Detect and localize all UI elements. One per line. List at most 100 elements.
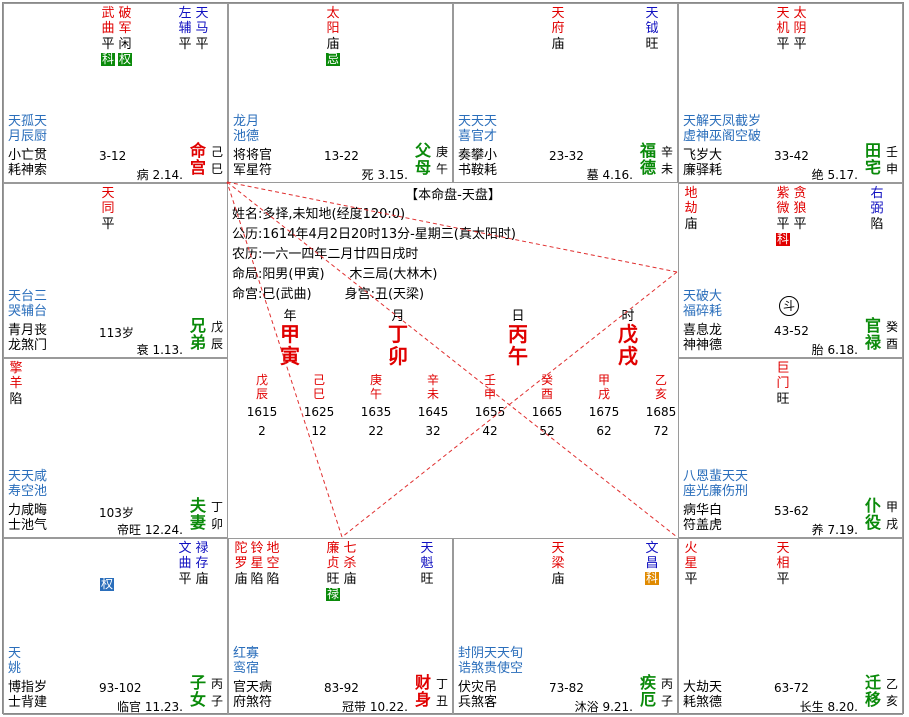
god-star: 小耗	[8, 148, 22, 178]
minor-star: 天哭	[8, 289, 22, 319]
star-char: 贪	[793, 186, 807, 201]
god-star: 将军	[233, 148, 247, 178]
brightness-label: 平	[776, 217, 790, 232]
minor-stars-chou: 红鸾寡宿	[233, 646, 259, 676]
minor-star: 阴煞	[471, 646, 485, 676]
star-yin-1[interactable]: 禄存庙	[194, 541, 210, 587]
center-title: 【本命盘-天盘】	[405, 188, 501, 203]
minor-star: 天姚	[8, 646, 22, 676]
changsheng-stage: 冠带 10.22.	[342, 700, 408, 714]
star-hai-1[interactable]: 天相平	[775, 541, 791, 587]
brightness-label: 庙	[326, 37, 340, 52]
star-char: 魁	[420, 556, 434, 571]
star-wei-1[interactable]: 天钺旺	[644, 6, 660, 52]
pillar-label: 日	[511, 309, 525, 324]
god-star: 大耗	[683, 680, 697, 710]
changsheng-stage: 养 7.19.	[811, 523, 858, 537]
star-chou-2[interactable]: 地空陷	[265, 541, 281, 587]
star-chou-1[interactable]: 铃星陷	[249, 541, 265, 587]
minor-star: 恩光	[696, 469, 710, 499]
god-star: 奏书	[458, 148, 472, 178]
minor-stars-you: 天福破碎大耗	[683, 289, 722, 319]
god-star: 攀鞍	[471, 148, 485, 178]
star-wu-0[interactable]: 太阳庙忌	[325, 6, 341, 67]
god-stars-hai: 大耗劫煞天德	[683, 680, 722, 710]
star-chou-5[interactable]: 天魁旺	[419, 541, 435, 587]
changsheng-stage: 帝旺 12.24.	[117, 523, 183, 537]
star-chou-4[interactable]: 七杀庙	[342, 541, 358, 587]
god-stars-yin: 博士指背岁建	[8, 680, 47, 710]
minor-stars-si: 天月孤辰天厨	[8, 114, 47, 144]
star-xu-0[interactable]: 巨门旺	[775, 361, 791, 407]
star-zi-1[interactable]: 文昌科	[644, 541, 660, 586]
god-star: 亡神	[21, 148, 35, 178]
changsheng-stage: 沐浴 9.21.	[574, 700, 633, 714]
minor-star: 岁破	[748, 114, 762, 144]
sanfang-line-si-you	[226, 181, 678, 273]
star-zi-0[interactable]: 天梁庙	[550, 541, 566, 587]
god-stars-mao: 力士咸池晦气	[8, 503, 47, 533]
star-si-3[interactable]: 天马平	[194, 6, 210, 52]
sanfang-line-chou-si	[226, 181, 343, 538]
minor-star: 天刑	[735, 469, 749, 499]
palace-name: 夫妻	[189, 496, 206, 532]
info-ming-ju: 命局:阳男(甲寅) 木三局(大林木)	[232, 267, 438, 282]
star-you-1[interactable]: 紫微平科	[775, 186, 791, 247]
star-you-3[interactable]: 右弼陷	[869, 186, 885, 232]
star-chou-0[interactable]: 陀罗庙	[233, 541, 249, 587]
star-hai-0[interactable]: 火星平	[683, 541, 699, 587]
star-si-1[interactable]: 破军闲权	[117, 6, 133, 67]
decade-year: 1635	[360, 405, 392, 419]
decade-start-age: 2	[258, 424, 266, 438]
star-you-2[interactable]: 贪狼平	[792, 186, 808, 232]
star-shen-0[interactable]: 天机平	[775, 6, 791, 52]
god-stars-chen: 青龙月煞丧门	[8, 323, 47, 353]
minor-stars-mao: 天寿天空咸池	[8, 469, 47, 499]
minor-star: 寡宿	[246, 646, 260, 676]
star-chen-0[interactable]: 天同平	[100, 186, 116, 232]
god-star: 青龙	[8, 323, 22, 353]
star-chou-3[interactable]: 廉贞旺禄	[325, 541, 341, 602]
star-char: 昌	[645, 556, 659, 571]
star-yin-0[interactable]: 文曲平	[177, 541, 193, 587]
minor-stars-chen: 天哭台辅三台	[8, 289, 47, 319]
star-mao-0[interactable]: 擎羊陷	[8, 361, 24, 407]
minor-star: 破碎	[696, 289, 710, 319]
god-stars-wu: 将军将星官符	[233, 148, 272, 178]
decade-year: 1645	[417, 405, 449, 419]
star-si-0[interactable]: 武曲平科	[100, 6, 116, 67]
god-star: 息神	[696, 323, 710, 353]
star-si-2[interactable]: 左辅平	[177, 6, 193, 52]
center-info-panel: 【本命盘-天盘】 姓名:多择,未知地(经度120:0) 公历:1614年4月2日…	[228, 183, 678, 536]
star-wei-0[interactable]: 天府庙	[550, 6, 566, 52]
decade-age-range: 73-82	[549, 681, 584, 695]
brightness-label: 平	[195, 37, 209, 52]
minor-star: 截空	[735, 114, 749, 144]
palace-name: 父母	[414, 141, 431, 177]
changsheng-stage: 墓 4.16.	[586, 168, 633, 182]
star-char: 军	[118, 21, 132, 36]
minor-star: 蜚廉	[709, 469, 723, 499]
info-lunar-date: 农历:一六一四年二月廿四日戌时	[232, 247, 419, 262]
decade-age-range: 113岁	[99, 326, 134, 340]
star-shen-1[interactable]: 太阴平	[792, 6, 808, 52]
star-you-0[interactable]: 地劫庙	[683, 186, 699, 232]
brightness-label: 旺	[645, 37, 659, 52]
sihua-badge: 科	[775, 232, 790, 246]
minor-star: 天巫	[709, 114, 723, 144]
palace-stem-branch: 癸酉	[885, 320, 898, 351]
